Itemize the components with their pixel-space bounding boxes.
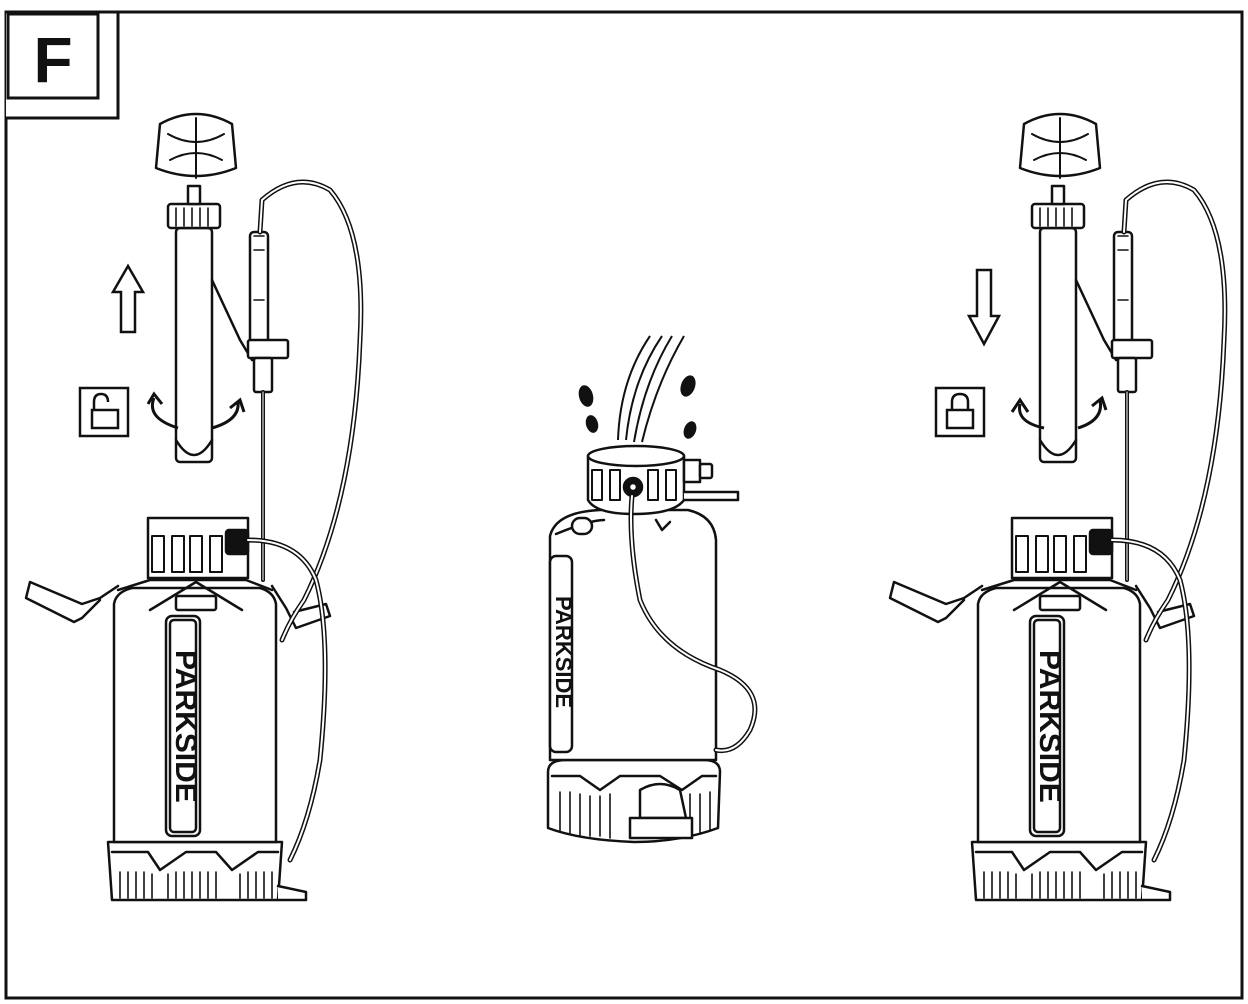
figure-label-box: F: [6, 10, 120, 120]
arrow-down-icon: [966, 268, 1002, 347]
panel-center-filling: PARKSIDE: [546, 335, 758, 844]
figure-label: F: [33, 24, 72, 96]
sprayer-drawing-center: [546, 444, 758, 844]
arrow-up-icon: [110, 263, 146, 334]
rotate-arrows-icon-right: [1010, 395, 1108, 430]
unlock-icon: [78, 386, 130, 438]
figure-frame: [4, 10, 1244, 1000]
rotate-arrows-icon-left: [146, 391, 246, 430]
lock-icon: [934, 386, 986, 438]
brand-label-right: PARKSIDE: [1033, 650, 1066, 803]
panel-left-sprayer: PARKSIDE: [26, 114, 361, 900]
brand-label-center: PARKSIDE: [551, 596, 576, 708]
water-pour-icon: [578, 335, 697, 443]
brand-label-left: PARKSIDE: [169, 650, 202, 803]
panel-right-sprayer: PARKSIDE: [890, 114, 1225, 900]
